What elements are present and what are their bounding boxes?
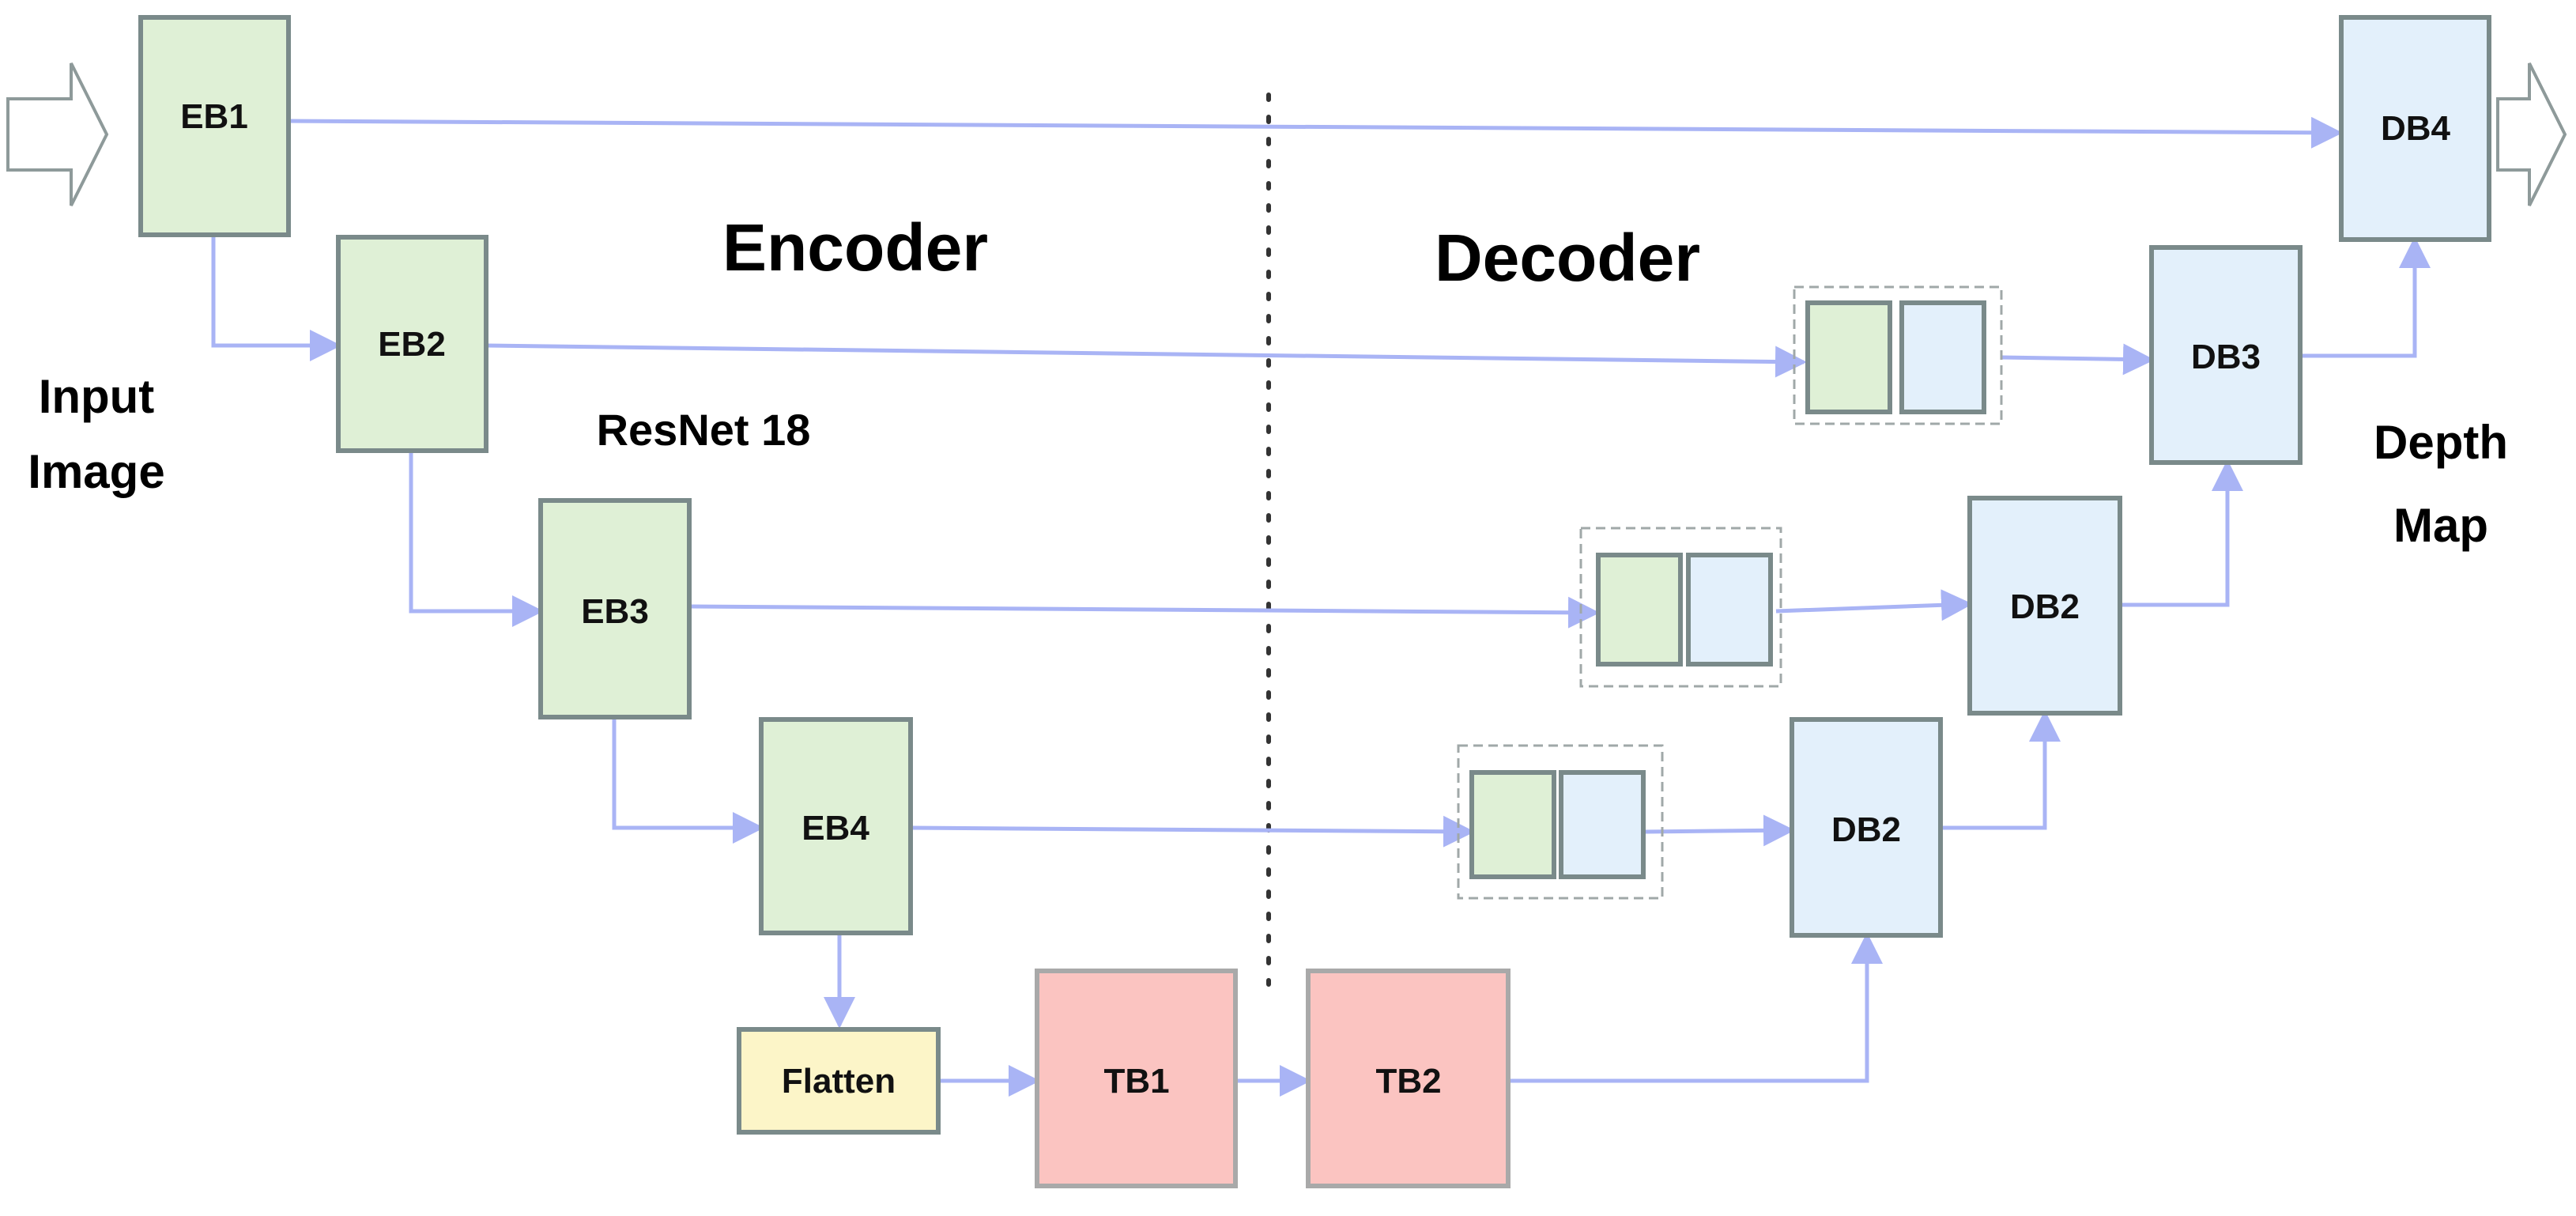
arrow-db3-db4 — [2300, 236, 2431, 358]
input-label-line2: Image — [28, 445, 164, 498]
decoder-block-4: DB4 — [2339, 15, 2491, 242]
flatten-block: Flatten — [737, 1027, 941, 1135]
arrow-eb3-eb4 — [612, 717, 764, 844]
arrow-concat1-db2-lower — [1645, 814, 1795, 847]
arrow-tb2-db2-lower — [1508, 932, 1883, 1083]
transformer-block-2: TB2 — [1306, 969, 1511, 1188]
encoder-block-1: EB1 — [138, 15, 291, 237]
decoder-block-3-label: DB3 — [2191, 338, 2261, 376]
arrow-eb3-concat2 — [688, 596, 1600, 629]
flatten-block-label: Flatten — [782, 1062, 896, 1101]
encoder-block-4-label: EB4 — [801, 809, 869, 848]
encoder-heading: Encoder — [722, 210, 988, 285]
encoder-block-4: EB4 — [759, 717, 913, 935]
decoder-block-4-label: DB4 — [2381, 109, 2451, 148]
encoder-block-2: EB2 — [336, 235, 488, 453]
backbone-label: ResNet 18 — [597, 405, 811, 455]
input-label-line1: Input — [39, 370, 155, 423]
output-label-line1: Depth — [2374, 416, 2508, 469]
transformer-block-2-label: TB2 — [1375, 1062, 1441, 1101]
concat-group-1 — [1457, 744, 1664, 900]
concat-group-2 — [1579, 527, 1782, 688]
decoder-block-lower-label: DB2 — [1831, 810, 1901, 849]
output-label-line2: Map — [2393, 499, 2488, 552]
connection-arrows — [211, 116, 2431, 1097]
arrow-eb1-db4 — [288, 116, 2343, 149]
arrow-db2-upper-db3 — [2120, 459, 2243, 607]
decoder-heading: Decoder — [1435, 221, 1700, 295]
arrow-concat3-db3 — [2001, 343, 2155, 376]
output-hollow-arrow — [2496, 62, 2567, 206]
encoder-block-3-label: EB3 — [581, 592, 649, 631]
decoder-block-lower: DB2 — [1790, 717, 1943, 938]
decoder-block-3: DB3 — [2149, 245, 2303, 465]
encoder-block-3: EB3 — [538, 498, 692, 719]
transformer-block-1-label: TB1 — [1103, 1062, 1169, 1101]
arrow-eb2-concat3 — [485, 343, 1807, 378]
concat-group-3 — [1793, 285, 2003, 425]
transformer-block-1: TB1 — [1035, 969, 1238, 1188]
decoder-block-upper-label: DB2 — [2010, 587, 2080, 626]
input-hollow-arrow — [6, 62, 109, 206]
arrow-concat2-db2-upper — [1775, 589, 1973, 621]
arrow-eb4-concat1 — [910, 815, 1475, 848]
decoder-block-upper: DB2 — [1967, 496, 2122, 716]
arrow-eb2-eb3 — [409, 451, 544, 627]
encoder-block-2-label: EB2 — [378, 325, 446, 364]
arrow-db2-lower-db2-upper — [1940, 710, 2061, 830]
arrow-eb1-eb2 — [211, 235, 341, 361]
encoder-block-1-label: EB1 — [180, 97, 248, 136]
